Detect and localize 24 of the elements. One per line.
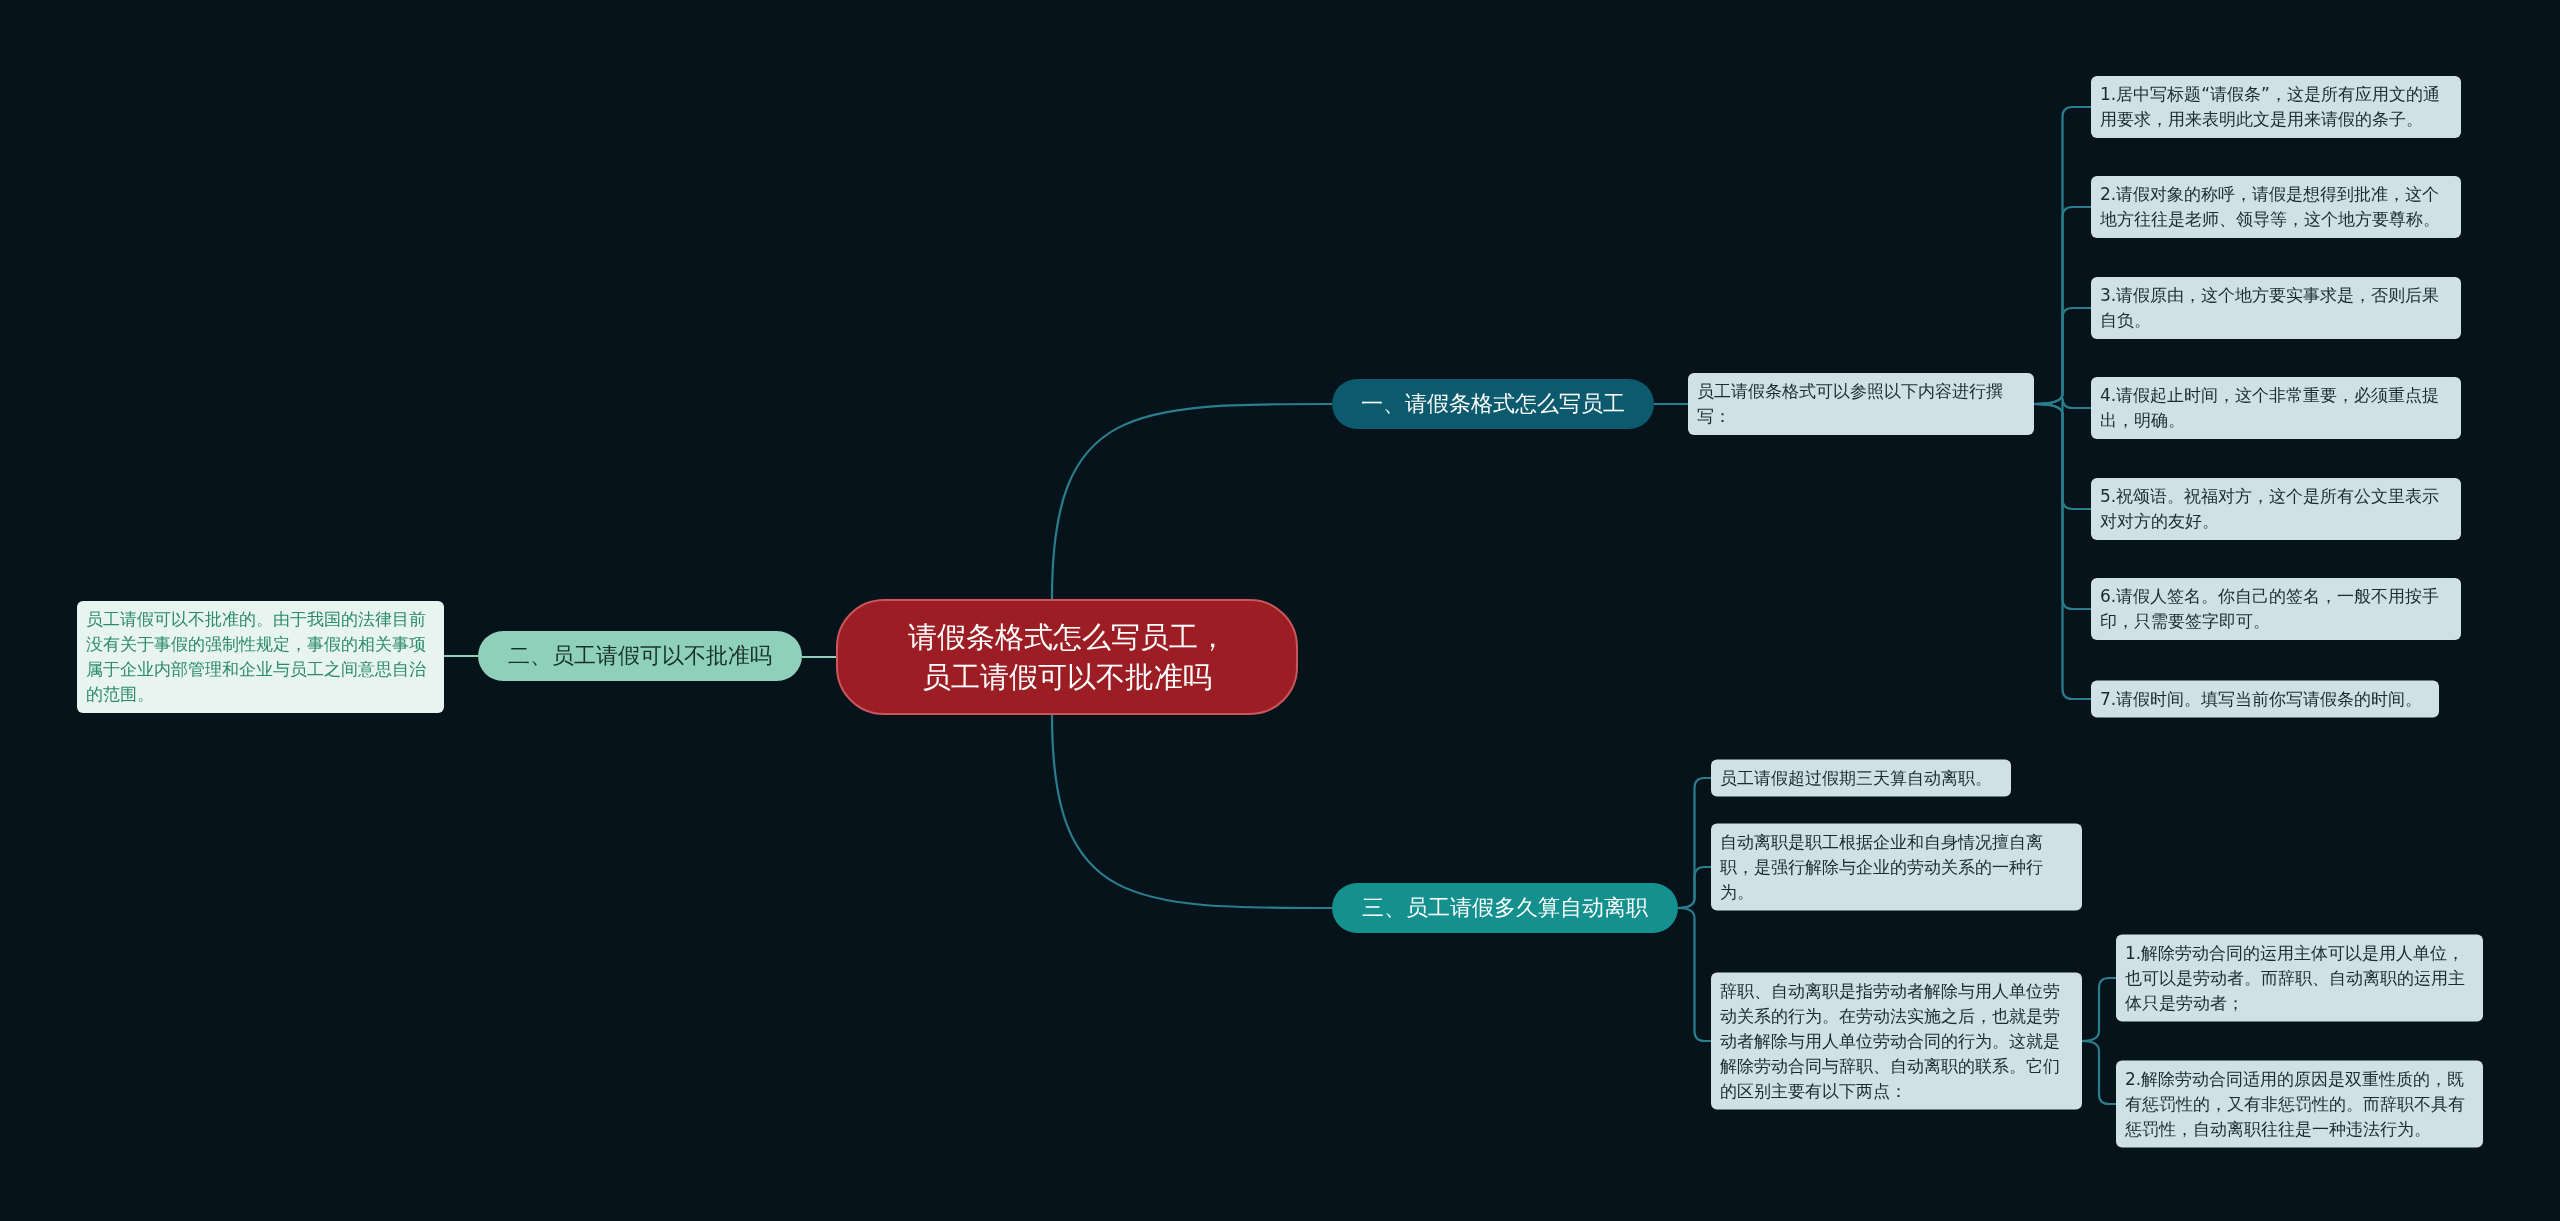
note-box: 辞职、自动离职是指劳动者解除与用人单位劳动关系的行为。在劳动法实施之后，也就是劳动者解除与用人单位劳动合同的行为。这就是解除劳动合同与辞职、自动离职的联系。它们的区别主要有以下两点： xyxy=(1711,972,2082,1110)
connector-line xyxy=(1677,906,1711,1043)
subtopic-box: 员工请假条格式可以参照以下内容进行撰写： xyxy=(1688,373,2034,435)
branch-topic: 二、员工请假可以不批准吗 xyxy=(478,631,802,681)
branch-topic: 三、员工请假多久算自动离职 xyxy=(1332,883,1678,933)
note-box: 1.居中写标题“请假条”，这是所有应用文的通用要求，用来表明此文是用来请假的条子。 xyxy=(2091,76,2461,138)
central-topic: 请假条格式怎么写员工，员工请假可以不批准吗 xyxy=(836,599,1298,715)
connector-line xyxy=(1050,402,1332,600)
note-box: 自动离职是职工根据企业和自身情况擅自离职，是强行解除与企业的劳动关系的一种行为。 xyxy=(1711,823,2082,911)
note-box: 6.请假人签名。你自己的签名，一般不用按手印，只需要签字即可。 xyxy=(2091,578,2461,640)
note-box: 3.请假原由，这个地方要实事求是，否则后果自负。 xyxy=(2091,277,2461,339)
note-box: 员工请假可以不批准的。由于我国的法律目前没有关于事假的强制性规定，事假的相关事项属于企业内部管理和企业与员工之间意思自治的范围。 xyxy=(77,601,444,713)
note-box: 2.解除劳动合同适用的原因是双重性质的，既有惩罚性的，又有非惩罚性的。而辞职不具有惩罚性，自动离职往往是一种违法行为。 xyxy=(2116,1060,2483,1148)
note-box: 员工请假超过假期三天算自动离职。 xyxy=(1711,759,2011,797)
note-box: 4.请假起止时间，这个非常重要，必须重点提出，明确。 xyxy=(2091,377,2461,439)
note-box: 5.祝颂语。祝福对方，这个是所有公文里表示对对方的友好。 xyxy=(2091,478,2461,540)
note-box: 2.请假对象的称呼，请假是想得到批准，这个地方往往是老师、领导等，这个地方要尊称。 xyxy=(2091,176,2461,238)
connector-line xyxy=(802,655,836,659)
connector-line xyxy=(444,654,478,658)
branch-topic: 一、请假条格式怎么写员工 xyxy=(1332,379,1654,429)
connector-line xyxy=(1654,402,1688,406)
note-box: 7.请假时间。填写当前你写请假条的时间。 xyxy=(2091,680,2439,718)
note-box: 1.解除劳动合同的运用主体可以是用人单位，也可以是劳动者。而辞职、自动离职的运用主体只是劳动者； xyxy=(2116,934,2483,1022)
connector-line xyxy=(1050,714,1332,910)
